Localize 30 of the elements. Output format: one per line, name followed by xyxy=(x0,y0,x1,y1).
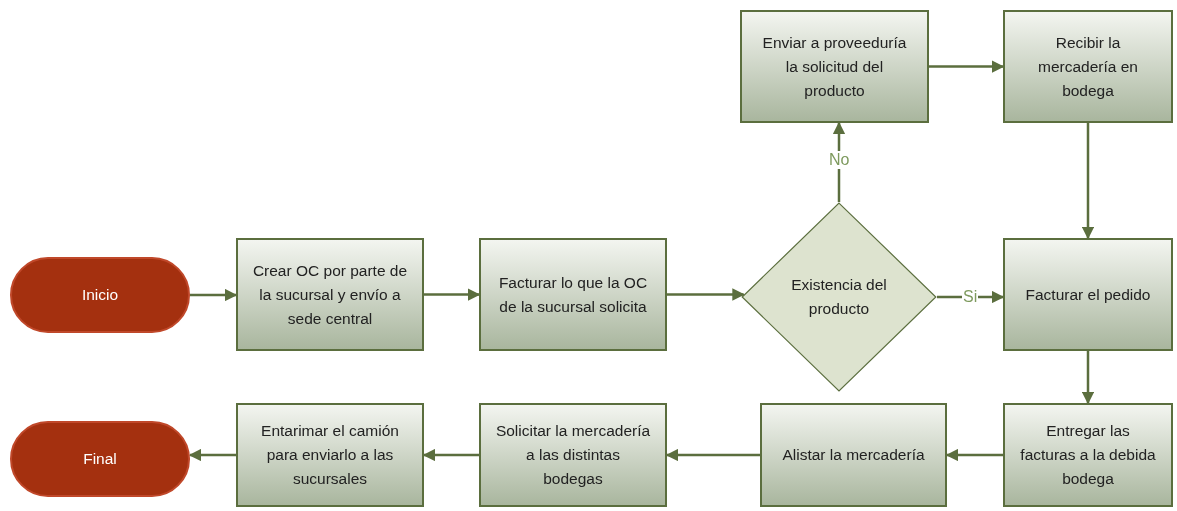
terminal-label: Inicio xyxy=(81,285,119,305)
step-text: Crear OC por parte de la sucursal y envío a sede central xyxy=(252,260,408,329)
terminal-label: Final xyxy=(83,449,117,469)
process-box xyxy=(1003,10,1173,123)
process-box xyxy=(740,10,929,123)
process-box xyxy=(236,403,424,507)
process-box xyxy=(479,238,667,351)
process-box xyxy=(236,238,424,351)
step-text: Entregar las facturas a la debida bodega xyxy=(1019,421,1157,489)
arrow xyxy=(1081,351,1095,405)
step-text: Recibir la mercadería en bodega xyxy=(1037,32,1139,101)
arrow xyxy=(667,288,745,301)
process-box xyxy=(1003,403,1173,507)
arrow xyxy=(190,288,238,302)
arrow xyxy=(937,290,1005,304)
edge-label: No xyxy=(828,151,851,169)
step-text: Enviar a proveeduría la solicitud del producto xyxy=(761,32,908,101)
arrow xyxy=(1081,123,1095,240)
step-text: Solicitar la mercadería a las distintas bodegas xyxy=(495,421,651,489)
arrow xyxy=(188,448,236,462)
arrow xyxy=(929,60,1005,73)
step-text: Existencia del producto xyxy=(790,275,888,319)
step-text: Facturar lo que la OC de la sucursal solicita xyxy=(497,272,649,317)
process-box xyxy=(479,403,667,507)
step-text: Alistar la mercadería xyxy=(782,445,925,465)
step-text: Facturar el pedido xyxy=(1025,284,1151,305)
process-box xyxy=(760,403,947,507)
step-text: Entarimar el camión para enviarlo a las sucursales xyxy=(260,421,400,489)
arrow xyxy=(424,288,481,301)
process-box xyxy=(1003,238,1173,351)
